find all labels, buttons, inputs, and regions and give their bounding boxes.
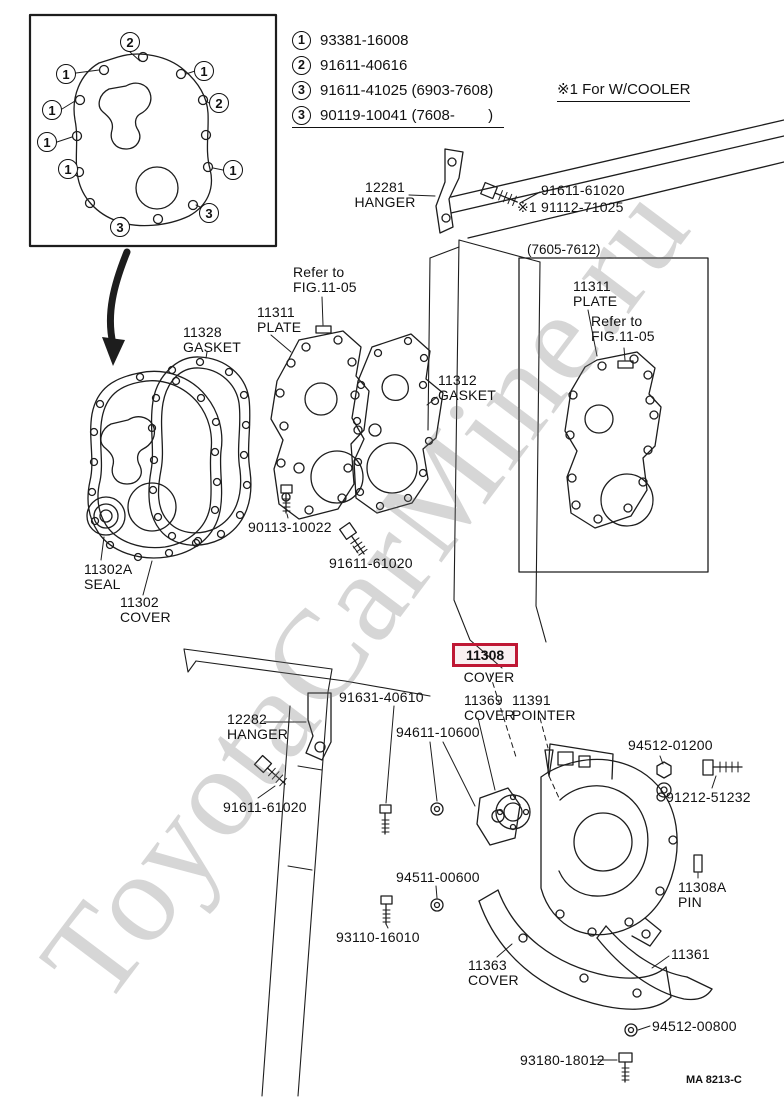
label-94511-00600: 94511-00600 [396,869,480,885]
legend-part-number-2: 91611-40616 [320,57,408,74]
label-91611-61020-bottom: 91611-61020 [223,799,307,815]
label-11361: 11361 [671,946,710,962]
inset-callout-3: 1 [194,61,214,81]
highlighted-part-11308: 11308 [452,643,519,667]
legend-row-3: 3 91611-41025 (6903-7608) [292,78,504,103]
cooler-note: ※1 For W/COOLER [557,80,691,102]
cover-11363 [478,889,672,1010]
range-note: (7605-7612) [527,242,601,257]
label-91212-51232: 91212-51232 [666,789,751,805]
label-91611-61020-top: 91611-61020 [541,182,625,198]
inset-callout-7: 1 [58,159,78,179]
label-11308-cover: COVER [463,669,515,685]
legend-part-number-4: 90119-10041 (7608- ) [320,106,494,124]
label-90113-10022: 90113-10022 [248,519,332,535]
bolt-91611-61020-mid [338,521,368,556]
arrow-pointer [102,248,131,366]
label-93110-16010: 93110-16010 [336,929,420,945]
bolt-90113-10022 [280,484,293,519]
label-91631-40610: 91631-40610 [339,689,424,705]
variant-box-7605-7612 [518,257,709,573]
lower-block-outline [183,648,431,1097]
legend-callout-3: 3 [292,81,311,100]
housing-11308 [495,743,678,947]
legend-row-1: 1 93381-16008 [292,28,504,53]
bolt-91611-61020-bottom [253,754,287,799]
parts-legend: 1 93381-16008 2 91611-40616 3 91611-4102… [292,28,504,128]
cover-11302 [86,370,223,596]
plate-11311 [270,296,370,520]
label-91611-61020-mid: 91611-61020 [329,555,413,571]
inset-callout-10: 3 [199,203,219,223]
doc-code: MA 8213-C [686,1074,742,1086]
legend-callout-4: 3 [292,105,311,125]
cover-11369-and-pointer [476,749,554,846]
inset-diagram [28,13,278,248]
inset-callout-2: 1 [56,64,76,84]
inset-callout-8: 1 [223,160,243,180]
inset-callout-9: 3 [110,217,130,237]
legend-part-number-1: 93381-16008 [320,32,409,49]
gasket-11312 [351,333,444,514]
legend-row-2: 2 91611-40616 [292,53,504,78]
legend-callout-2: 2 [292,56,311,75]
leader-lines [385,673,717,1061]
label-94512-01200: 94512-01200 [628,737,713,753]
hanger-12282 [263,692,332,761]
inset-callout-4: 1 [42,100,62,120]
upper-beam-and-hanger [408,119,784,239]
legend-callout-1: 1 [292,31,311,50]
label-91112-71025: ※1 91112-71025 [517,199,624,215]
legend-row-4: 3 90119-10041 (7608- ) [292,103,504,128]
label-93180-18012: 93180-18012 [520,1052,605,1068]
inset-callout-6: 1 [37,132,57,152]
label-94512-00800: 94512-00800 [652,1018,737,1034]
inset-callout-5: 2 [209,93,229,113]
small-hardware [379,759,743,1083]
label-94611-10600: 94611-10600 [396,724,480,740]
cover-11361 [596,925,713,1001]
inset-callout-1: 2 [120,32,140,52]
legend-part-number-3: 91611-41025 (6903-7608) [320,82,494,99]
